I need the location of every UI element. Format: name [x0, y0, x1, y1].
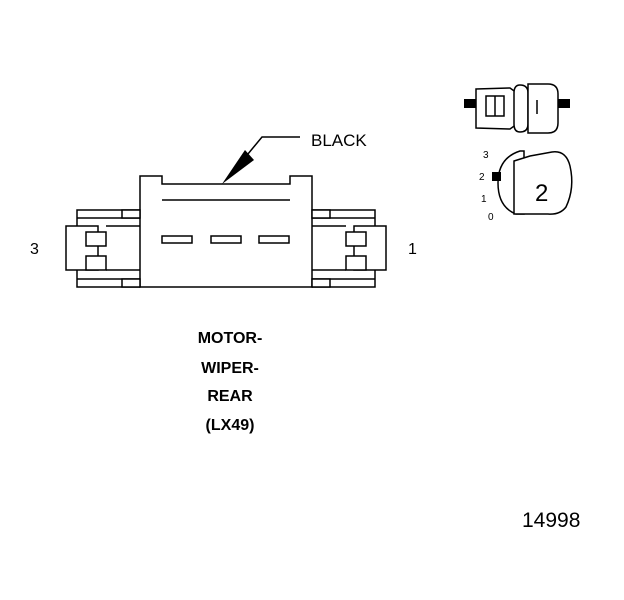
position-label-1: 1	[481, 194, 487, 205]
pin-3-label: 3	[30, 241, 39, 258]
title-line: WIPER-	[201, 360, 259, 377]
terminal-slot	[210, 235, 242, 244]
terminal-slot	[161, 235, 193, 244]
position-label-0: 0	[488, 212, 494, 223]
locked-position-block	[513, 151, 573, 215]
left-flange	[65, 209, 141, 288]
pin-1-label: 1	[408, 241, 417, 258]
connector-body	[139, 175, 313, 288]
position-label-3: 3	[483, 150, 489, 161]
wire-color-label: BLACK	[311, 131, 367, 150]
title-line: REAR	[207, 388, 253, 405]
title-line: MOTOR-	[198, 330, 263, 347]
position-label-2: 2	[479, 172, 485, 183]
position-indicator: 3 2 1 0 2	[479, 150, 573, 223]
part-number: 14998	[522, 509, 580, 532]
connector-side-view-icon	[464, 83, 570, 134]
right-flange	[311, 209, 387, 288]
leader-arrow	[222, 136, 300, 184]
terminal-slot	[258, 235, 290, 244]
title-line: (LX49)	[206, 417, 255, 434]
connector-face	[65, 175, 387, 288]
selected-position-number: 2	[535, 180, 548, 207]
connector-title: MOTOR- WIPER- REAR (LX49)	[198, 330, 263, 434]
